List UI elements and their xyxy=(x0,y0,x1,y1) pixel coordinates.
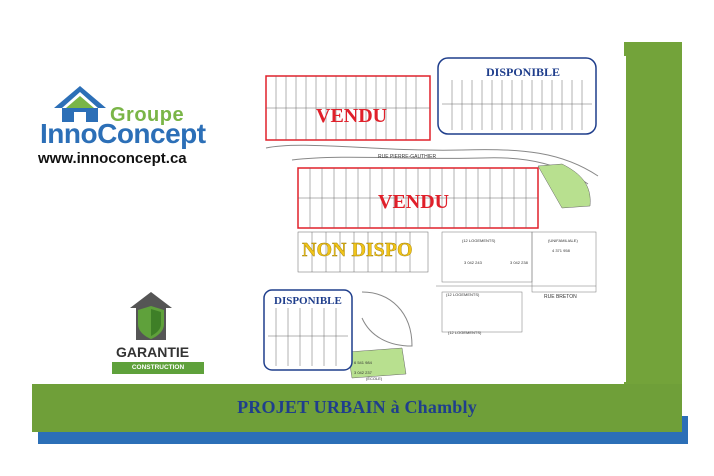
label-logements-1: (12 LOGEMENTS) xyxy=(462,238,496,243)
subdivision-plan: VENDU VENDU NON DISPO DISPONIBLE DISPONI… xyxy=(262,56,626,382)
available-block-1 xyxy=(437,57,597,135)
logo-word-inno: Inno xyxy=(40,118,98,149)
label-ecole: (ÉCOLE) xyxy=(366,376,383,381)
park-area-1 xyxy=(537,163,591,209)
guarantee-title: GARANTIE xyxy=(116,344,190,360)
stamp-available-1: DISPONIBLE xyxy=(486,65,560,79)
label-lot-c: 4 371 958 xyxy=(552,248,571,253)
stamp-available-2: DISPONIBLE xyxy=(274,295,342,307)
street-pierre-gauthier: RUE PIERRE-GAUTHIER xyxy=(378,154,436,160)
stamp-sold-2: VENDU xyxy=(378,191,449,213)
label-unifamiliale: (UNIFAMILIALE) xyxy=(548,238,578,243)
logo-word-concept: Concept xyxy=(97,118,206,149)
logo-wordmark: InnoConcept xyxy=(40,118,206,150)
label-lot-b: 3 042 238 xyxy=(510,260,529,265)
house-logo-icon xyxy=(54,86,106,122)
project-title: PROJET URBAIN à Chambly xyxy=(237,397,477,417)
green-title-band xyxy=(32,384,682,432)
stamp-sold-1: VENDU xyxy=(316,105,387,127)
label-logements-3: (12 LOGEMENTS) xyxy=(448,330,482,335)
unavailable-block xyxy=(297,231,429,273)
stamp-unavailable: NON DISPO xyxy=(302,239,413,261)
sold-block-1 xyxy=(265,75,431,141)
label-lot-d: 6 541 984 xyxy=(354,360,373,365)
park-area-2 xyxy=(347,347,407,379)
guarantee-shield-icon xyxy=(130,292,172,340)
sold-block-2 xyxy=(297,167,539,229)
label-lot-e: 3 042 237 xyxy=(354,370,373,375)
green-frame-right xyxy=(624,42,682,418)
website-url[interactable]: www.innoconcept.ca xyxy=(38,150,187,167)
available-block-2 xyxy=(263,289,353,371)
large-lots xyxy=(436,231,597,333)
guarantee-subtitle: CONSTRUCTION RÉSIDENTIELLE xyxy=(112,362,204,383)
label-lot-a: 3 042 243 xyxy=(464,260,483,265)
logo-groupe: Groupe xyxy=(110,104,185,126)
label-logements-2: (12 LOGEMENTS) xyxy=(446,292,480,297)
street-breton: RUE BRETON xyxy=(544,294,577,300)
